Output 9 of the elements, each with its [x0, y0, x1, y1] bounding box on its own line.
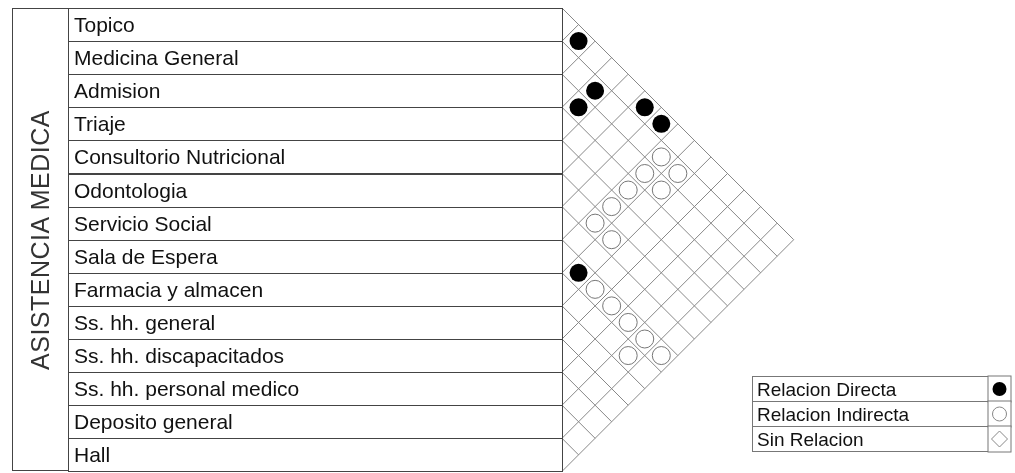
space-row: Hall: [68, 438, 563, 473]
space-row: Topico: [68, 8, 563, 43]
category-band: [12, 8, 69, 472]
space-row: Odontologia: [68, 173, 563, 208]
category-label: ASISTENCIA MEDICA: [26, 109, 55, 370]
legend-label: Relacion Indirecta: [757, 404, 910, 426]
space-row: Consultorio Nutricional: [68, 140, 563, 175]
legend-label: Relacion Directa: [757, 379, 897, 401]
legend-label: Sin Relacion: [757, 429, 864, 451]
